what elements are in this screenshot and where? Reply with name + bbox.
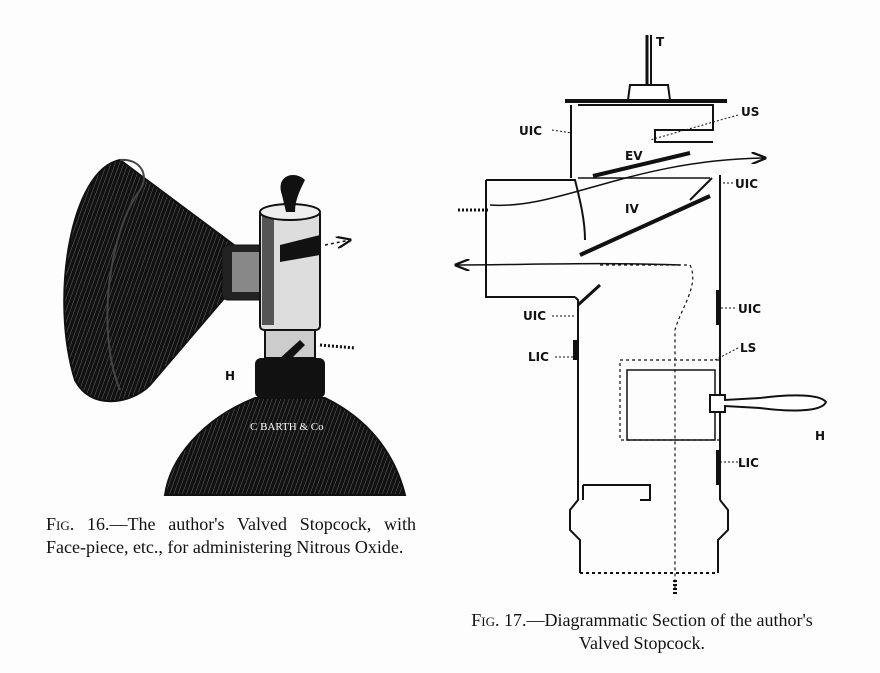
label-ev: EV xyxy=(625,149,643,163)
handle-h xyxy=(709,394,828,413)
figure-17-labels: T US UIC EV UIC IV UIC UIC LIC LS H LIC xyxy=(519,35,825,470)
fig16-label-h: H xyxy=(225,369,235,383)
inhale-valve xyxy=(579,194,711,257)
label-uic-2: UIC xyxy=(735,177,758,191)
figure-16-drawing: T H C BARTH & Co xyxy=(63,158,407,496)
label-iv: IV xyxy=(625,202,639,216)
cylinder xyxy=(163,397,407,496)
exhale-valve xyxy=(592,151,691,178)
fig16-caption-text: —The author's Valved Stopcock, with Face… xyxy=(46,514,416,557)
label-lic-1: LIC xyxy=(528,350,549,364)
figure-16-caption: Fig. 16.—The author's Valved Stopcock, w… xyxy=(46,513,416,559)
label-us: US xyxy=(741,105,759,119)
fig17-caption-text: —Diagrammatic Section of the author's Va… xyxy=(526,610,813,653)
label-t: T xyxy=(656,35,665,49)
fig17-number: Fig. 17. xyxy=(471,610,527,630)
label-uic-1: UIC xyxy=(519,124,542,138)
label-uic-3: UIC xyxy=(523,309,546,323)
figure-17-caption: Fig. 17.—Diagrammatic Section of the aut… xyxy=(452,609,832,655)
label-lic-2: LIC xyxy=(738,456,759,470)
maker-mark: C BARTH & Co xyxy=(250,421,324,433)
tap-handle xyxy=(280,175,305,212)
label-ls: LS xyxy=(740,341,756,355)
fig16-number: Fig. 16. xyxy=(46,514,110,534)
fig16-label-t: T xyxy=(285,177,294,191)
figure-17-drawing xyxy=(456,35,828,595)
label-uic-4: UIC xyxy=(738,302,761,316)
face-piece xyxy=(63,158,239,403)
label-h: H xyxy=(815,429,825,443)
